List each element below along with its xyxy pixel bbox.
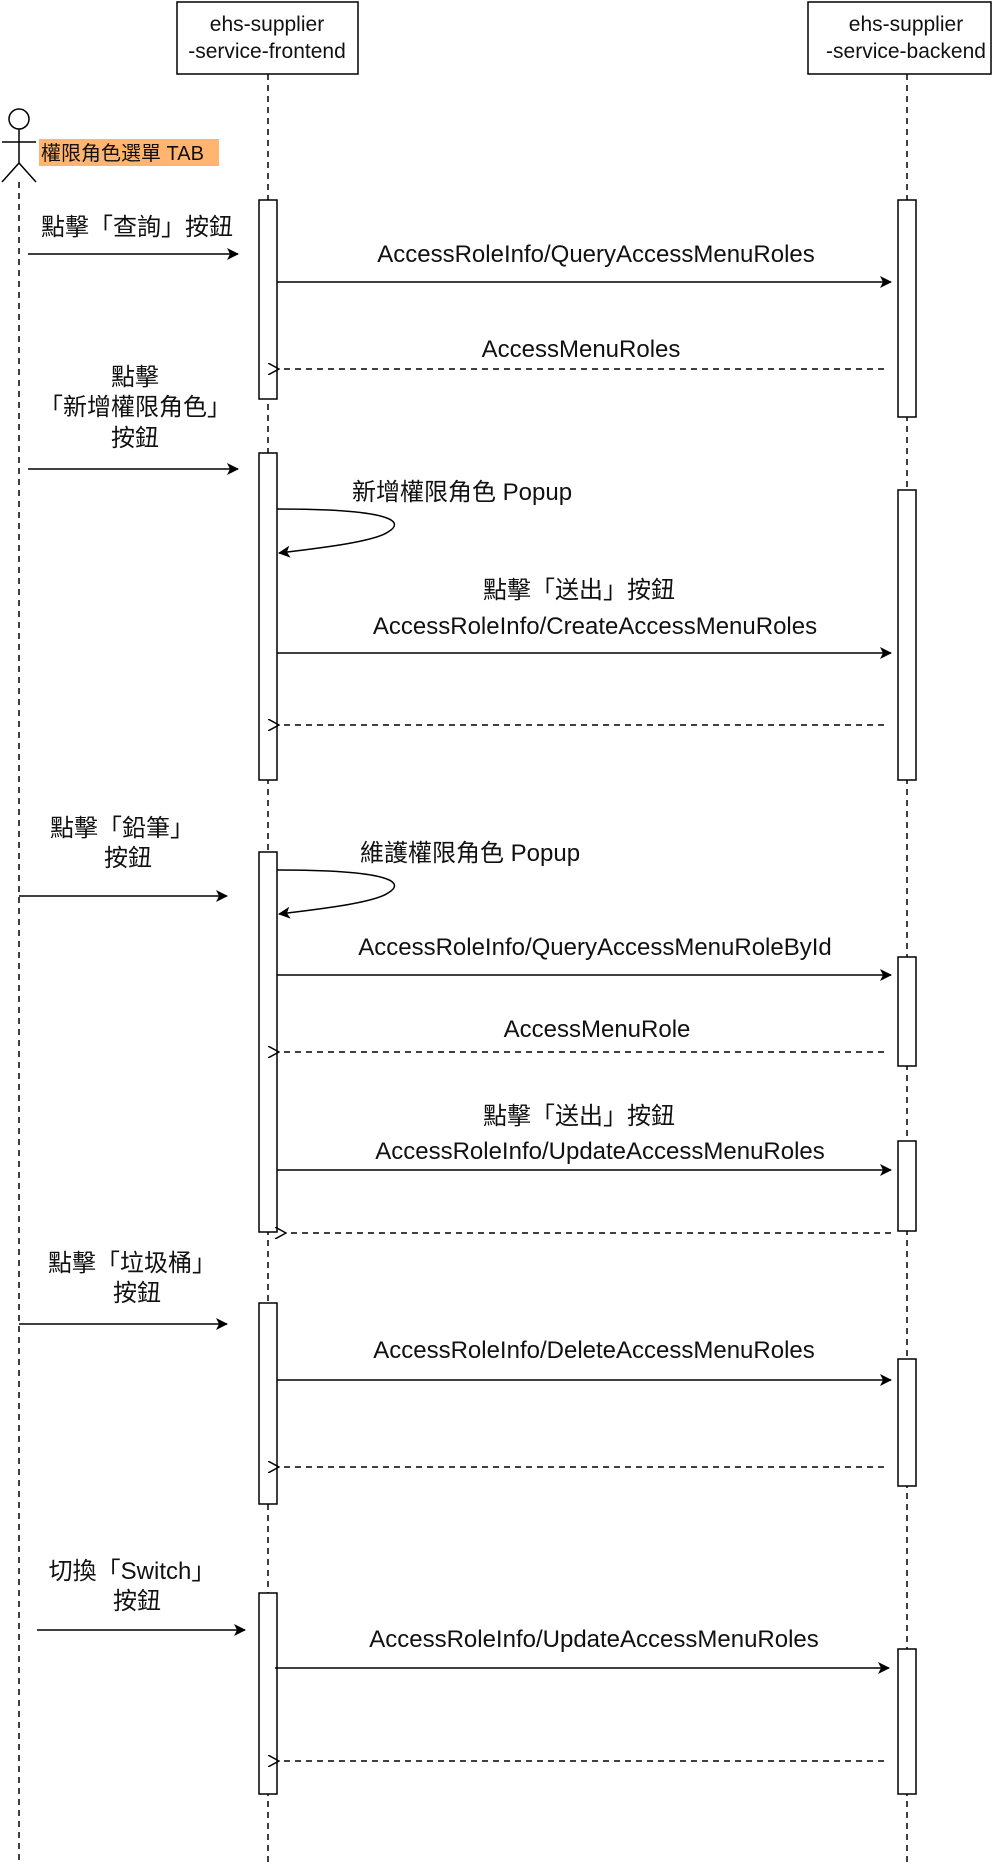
frontend-activation-5 (258, 1592, 278, 1795)
frontend-activation-3 (258, 851, 278, 1233)
toggle-action-label-2: 按鈕 (113, 1588, 161, 1615)
add-submit-label: 點擊「送出」按鈕 (483, 577, 675, 604)
edit-query-response-label: AccessMenuRole (504, 1016, 691, 1043)
frontend-name-line2: -service-frontend (188, 40, 346, 63)
frontend-activation-2 (258, 452, 278, 781)
actor-label-highlight (39, 139, 219, 166)
backend-name-line1: ehs-supplier (849, 13, 963, 36)
edit-popup-label: 維護權限角色 Popup (360, 840, 580, 867)
edit-popup-self-arrow (276, 869, 396, 919)
edit-action-label-1: 點擊「鉛筆」 (50, 815, 194, 842)
add-popup-label: 新增權限角色 Popup (352, 479, 572, 506)
backend-activation-4 (897, 1140, 917, 1232)
backend-activation-5 (897, 1358, 917, 1487)
edit-request-label: AccessRoleInfo/UpdateAccessMenuRoles (375, 1138, 825, 1165)
add-action-label-3: 按鈕 (111, 425, 159, 452)
add-request-label: AccessRoleInfo/CreateAccessMenuRoles (373, 613, 817, 640)
frontend-activation-1 (258, 199, 278, 400)
toggle-request-label: AccessRoleInfo/UpdateAccessMenuRoles (369, 1626, 819, 1653)
edit-action-label-2: 按鈕 (104, 845, 152, 872)
query-request-label: AccessRoleInfo/QueryAccessMenuRoles (377, 241, 815, 268)
backend-activation-1 (897, 199, 917, 418)
actor-stick-figure-icon (1, 108, 37, 183)
frontend-participant: ehs-supplier -service-frontend (176, 1, 359, 75)
delete-request-label: AccessRoleInfo/DeleteAccessMenuRoles (373, 1337, 815, 1364)
backend-activation-2 (897, 489, 917, 781)
backend-activation-3 (897, 956, 917, 1067)
query-response-label: AccessMenuRoles (482, 336, 681, 363)
toggle-action-label-1: 切換「Switch」 (49, 1558, 216, 1585)
backend-activation-6 (897, 1648, 917, 1795)
delete-action-label-2: 按鈕 (113, 1280, 161, 1307)
backend-participant: ehs-supplier -service-backend (807, 1, 992, 75)
add-popup-self-arrow (276, 508, 396, 558)
actor-label: 權限角色選單 TAB (41, 142, 204, 165)
query-action-label: 點擊「查詢」按鈕 (41, 214, 233, 241)
frontend-name-line1: ehs-supplier (210, 13, 324, 36)
frontend-activation-4 (258, 1302, 278, 1505)
edit-query-request-label: AccessRoleInfo/QueryAccessMenuRoleById (358, 934, 832, 961)
add-action-label-2: 「新增權限角色」 (39, 394, 231, 421)
backend-name-line2: -service-backend (826, 40, 986, 63)
delete-action-label-1: 點擊「垃圾桶」 (48, 1250, 216, 1277)
edit-submit-label: 點擊「送出」按鈕 (483, 1103, 675, 1130)
add-action-label-1: 點擊 (111, 364, 159, 391)
